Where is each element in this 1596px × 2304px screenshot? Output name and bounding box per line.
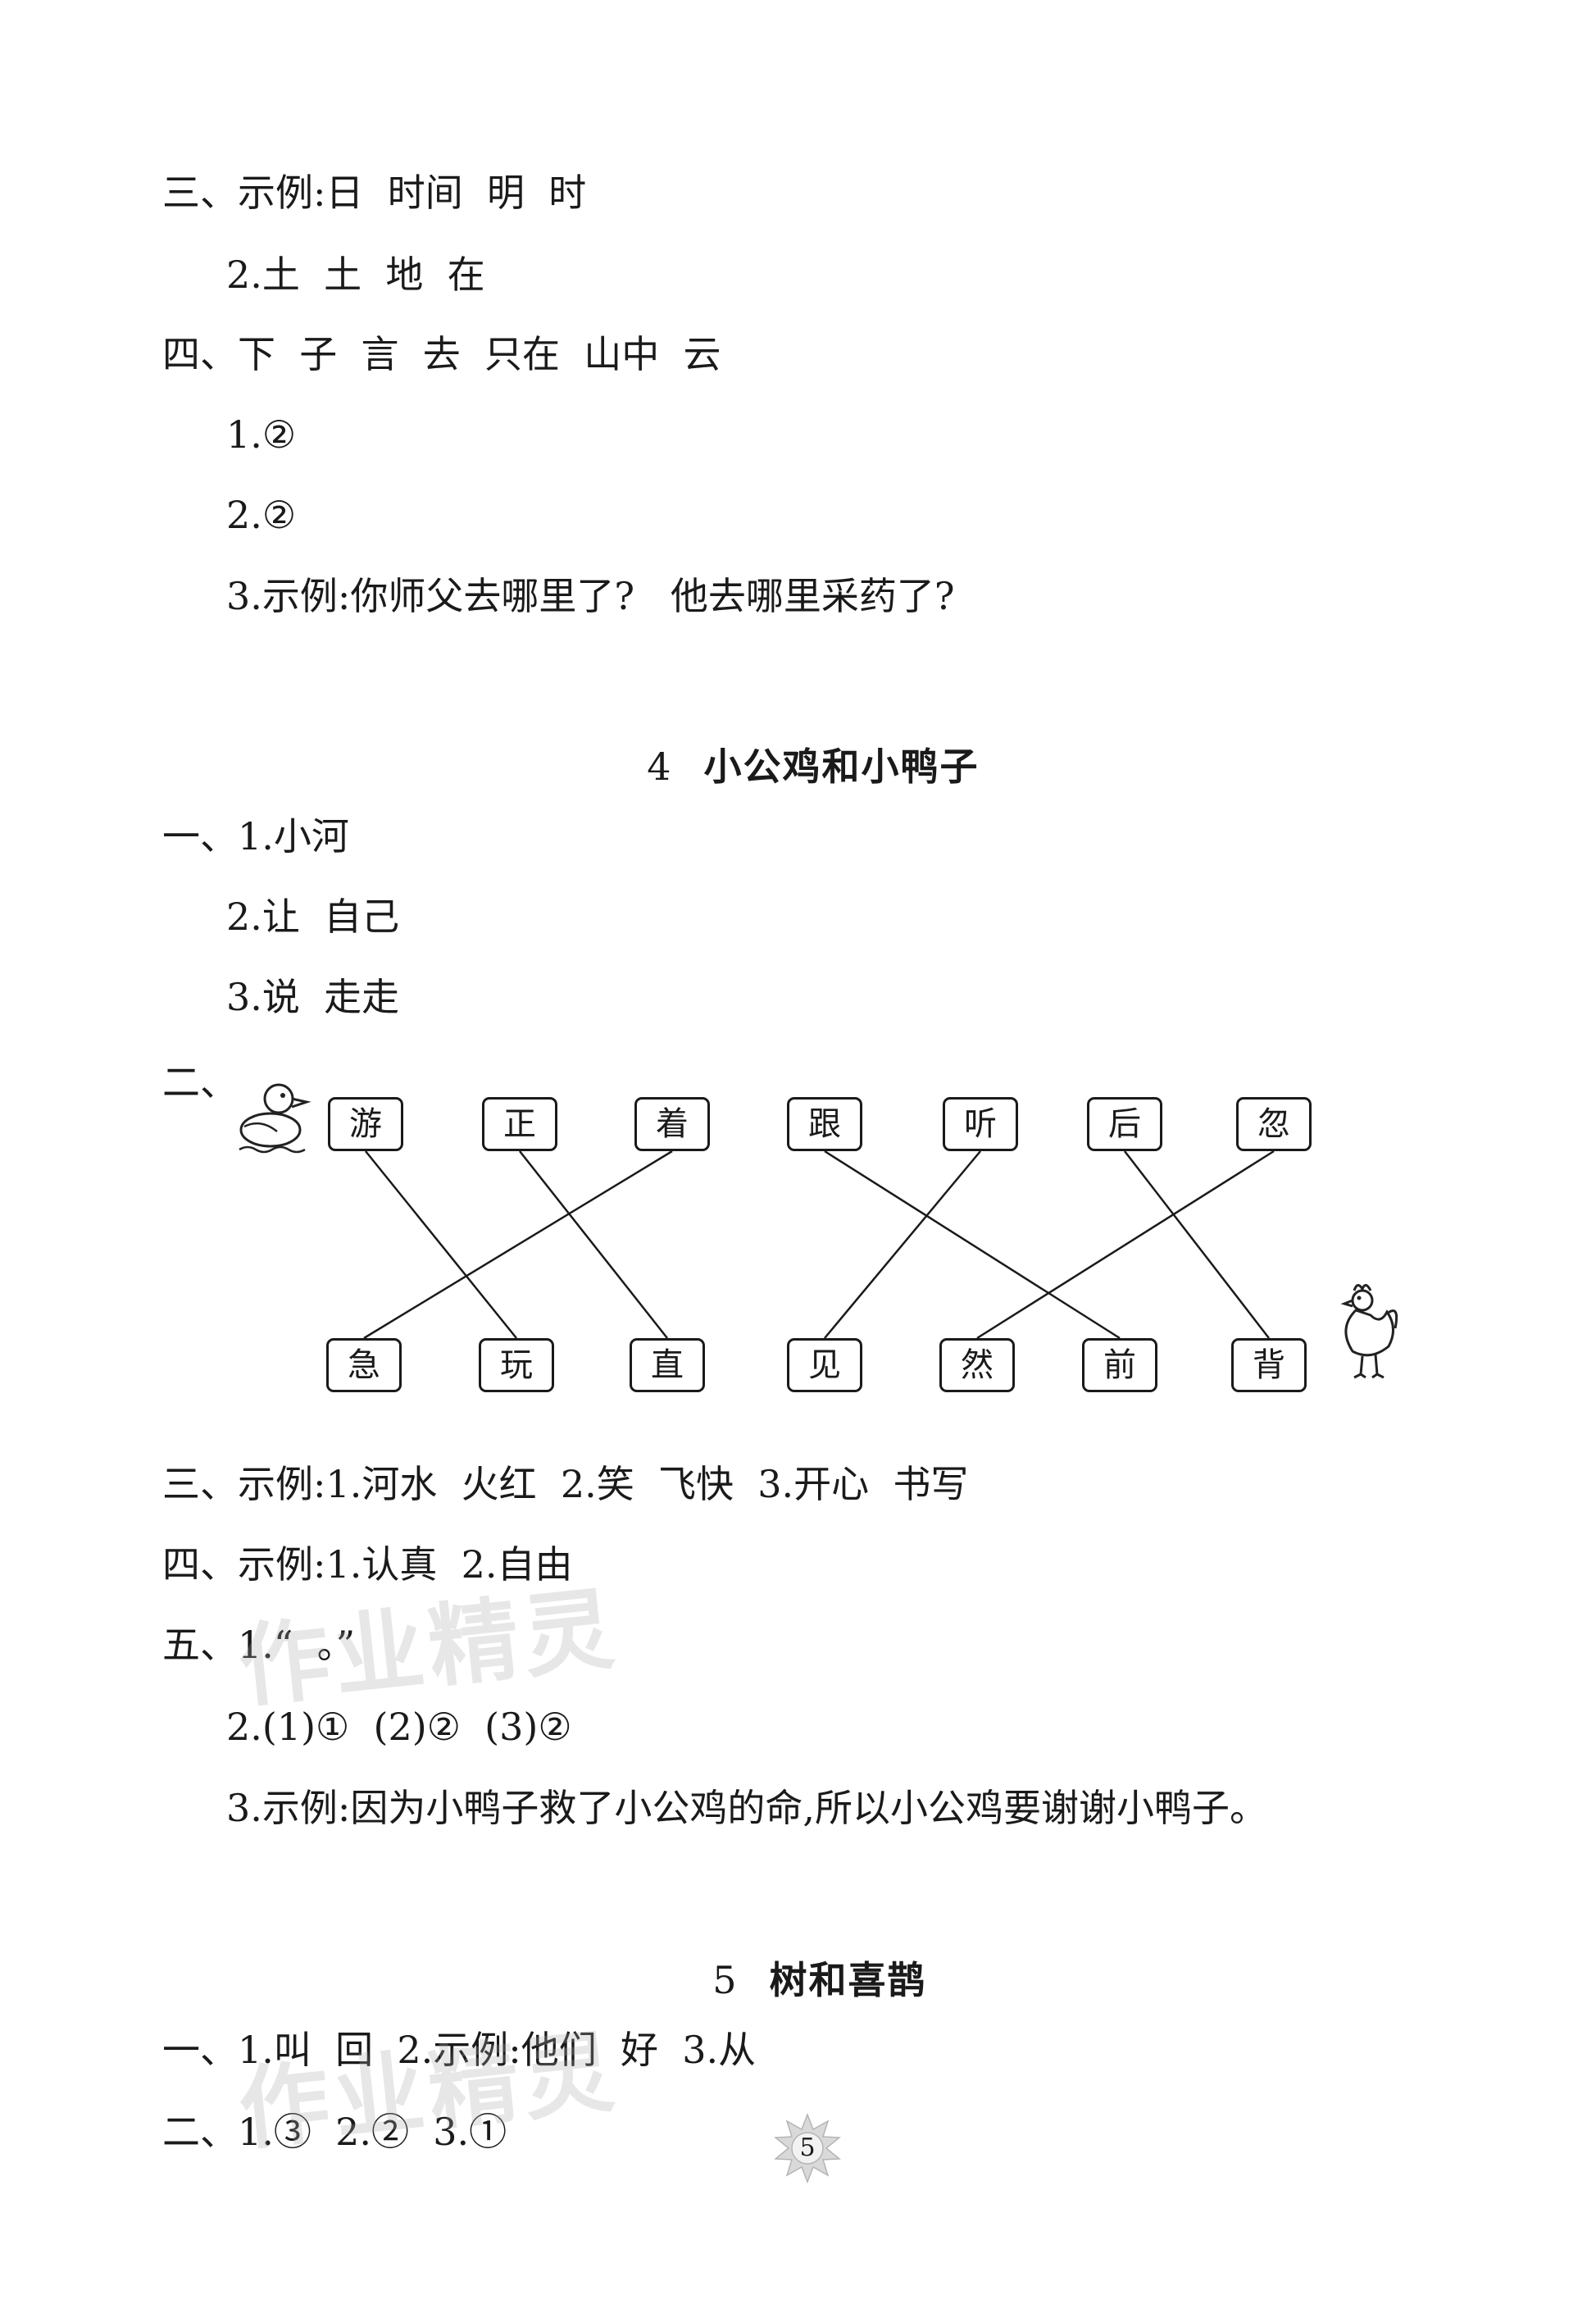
match-line (519, 1150, 668, 1339)
answer-line: 二、1.③ 2.② 3.① (162, 2110, 507, 2154)
match-line (365, 1150, 517, 1339)
top-box: 忽 (1236, 1097, 1312, 1151)
top-box: 跟 (787, 1097, 862, 1151)
top-box: 着 (634, 1097, 710, 1151)
bottom-box: 见 (787, 1338, 862, 1392)
answer-line: 2.让 自己 (226, 895, 400, 939)
bottom-box: 前 (1082, 1338, 1157, 1392)
bottom-box: 背 (1231, 1338, 1307, 1392)
section-number: 4 (647, 744, 671, 789)
bottom-box: 急 (326, 1338, 402, 1392)
answer-line: 二、 (162, 1060, 238, 1104)
answer-line: 3.示例:你师父去哪里了? 他去哪里采药了? (226, 574, 955, 618)
answer-line: 三、示例:1.河水 火红 2.笑 飞快 3.开心 书写 (162, 1462, 969, 1506)
match-line (824, 1150, 1121, 1340)
answer-line: 2.(1)① (2)② (3)② (226, 1705, 572, 1749)
match-line (363, 1150, 673, 1340)
bottom-box: 玩 (479, 1338, 554, 1392)
bottom-box: 直 (630, 1338, 705, 1392)
rooster-illustration (1340, 1284, 1398, 1379)
answer-line: 1.② (226, 412, 297, 457)
page-number: 5 (799, 2133, 816, 2162)
answer-line: 四、示例:1.认真 2.自由 (162, 1542, 573, 1587)
answer-line: 一、1.小河 (162, 814, 349, 858)
sun-icon (774, 2112, 841, 2184)
match-line (1124, 1150, 1270, 1339)
top-box: 正 (482, 1097, 557, 1151)
match-line (824, 1150, 981, 1339)
top-box: 后 (1087, 1097, 1162, 1151)
bottom-box: 然 (939, 1338, 1015, 1392)
answer-line: 3.示例:因为小鸭子救了小公鸡的命,所以小公鸡要谢谢小鸭子。 (226, 1786, 1268, 1830)
answer-line: 四、下 子 言 去 只在 山中 云 (162, 332, 721, 376)
section-title: 4 小公鸡和小鸭子 (623, 693, 980, 791)
answer-line: 2.土 土 地 在 (226, 253, 485, 297)
answer-line: 2.② (226, 493, 297, 537)
answer-line: 五、1.“ 。” (162, 1623, 356, 1667)
section-heading: 树和喜鹊 (769, 1958, 927, 2002)
answer-line: 三、示例:日 时间 明 时 (162, 171, 587, 215)
top-box: 听 (943, 1097, 1018, 1151)
section-heading: 小公鸡和小鸭子 (703, 744, 980, 789)
section-title: 5 树和喜鹊 (689, 1906, 927, 2005)
answer-line: 一、1.叫 回 2.示例:他们 好 3.从 (162, 2028, 757, 2072)
answer-line: 3.说 走走 (226, 975, 400, 1019)
duck-illustration (239, 1083, 311, 1154)
top-box: 游 (328, 1097, 403, 1151)
section-number: 5 (712, 1958, 737, 2002)
match-line (976, 1150, 1275, 1340)
